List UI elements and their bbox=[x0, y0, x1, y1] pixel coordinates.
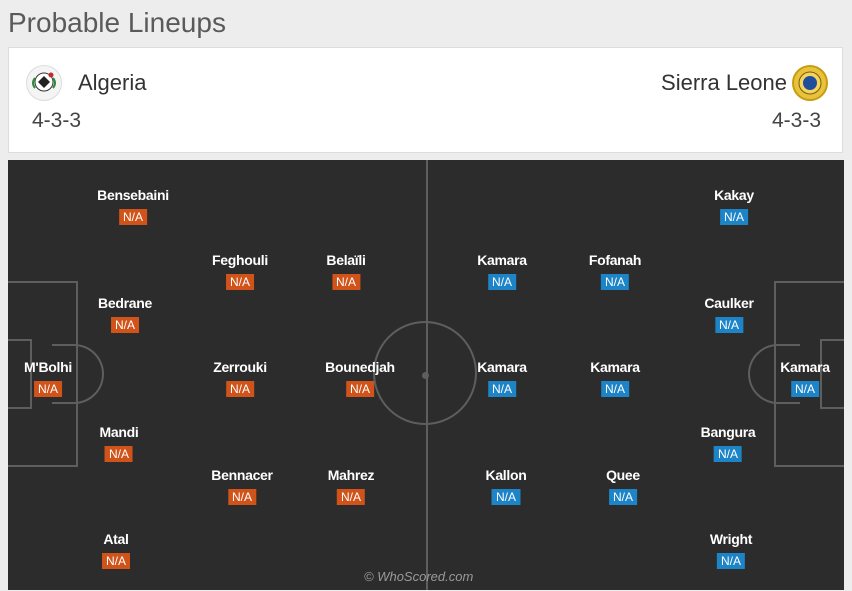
player-name: Caulker bbox=[704, 295, 754, 311]
player-rating-badge: N/A bbox=[713, 446, 742, 462]
player-rating-badge: N/A bbox=[33, 381, 63, 397]
player-name: Bounedjah bbox=[325, 359, 395, 375]
player-rating-badge: N/A bbox=[110, 317, 140, 333]
player-name: Kamara bbox=[477, 359, 527, 375]
player-name: Bennacer bbox=[211, 467, 273, 483]
player-name: Kallon bbox=[485, 467, 527, 483]
player-rating-badge: N/A bbox=[225, 274, 254, 290]
player-card[interactable]: Fofanah N/A bbox=[589, 252, 641, 290]
slafa-crest-icon bbox=[792, 65, 828, 101]
player-rating-badge: N/A bbox=[608, 489, 638, 505]
player-rating-badge: N/A bbox=[716, 553, 746, 569]
home-penalty-arc bbox=[52, 344, 104, 404]
player-card[interactable]: Quee N/A bbox=[606, 467, 640, 505]
player-card[interactable]: Wright N/A bbox=[710, 531, 752, 569]
player-rating-badge: N/A bbox=[227, 489, 257, 505]
player-card[interactable]: Mandi N/A bbox=[100, 424, 139, 462]
player-rating-badge: N/A bbox=[487, 274, 517, 290]
player-rating-badge: N/A bbox=[101, 553, 131, 569]
player-card[interactable]: Kamara N/A bbox=[780, 359, 830, 397]
player-card[interactable]: Bangura N/A bbox=[701, 424, 756, 462]
player-name: Fofanah bbox=[588, 252, 642, 268]
player-rating-badge: N/A bbox=[336, 489, 365, 505]
player-rating-badge: N/A bbox=[104, 446, 134, 462]
player-card[interactable]: Kamara N/A bbox=[590, 359, 640, 397]
player-name: Feghouli bbox=[212, 252, 268, 268]
away-team-name[interactable]: Sierra Leone bbox=[661, 70, 787, 95]
home-team-name[interactable]: Algeria bbox=[78, 70, 147, 95]
player-card[interactable]: Kallon N/A bbox=[486, 467, 527, 505]
player-name: Bangura bbox=[700, 424, 756, 440]
player-rating-badge: N/A bbox=[714, 317, 744, 333]
player-name: M'Bolhi bbox=[24, 359, 72, 375]
player-name: Kamara bbox=[590, 359, 640, 375]
player-rating-badge: N/A bbox=[345, 381, 375, 397]
algeria-crest-icon bbox=[26, 65, 62, 101]
player-rating-badge: N/A bbox=[118, 209, 148, 225]
player-name: Wright bbox=[709, 531, 753, 547]
player-name: Quee bbox=[606, 467, 640, 483]
player-rating-badge: N/A bbox=[225, 381, 254, 397]
player-name: Kamara bbox=[780, 359, 830, 375]
player-name: Mandi bbox=[99, 424, 139, 440]
player-name: Zerrouki bbox=[213, 359, 267, 375]
player-card[interactable]: Belaïli N/A bbox=[326, 252, 366, 290]
player-rating-badge: N/A bbox=[491, 489, 521, 505]
player-card[interactable]: Atal N/A bbox=[101, 531, 131, 569]
player-rating-badge: N/A bbox=[331, 274, 360, 290]
player-card[interactable]: Caulker N/A bbox=[704, 295, 754, 333]
player-rating-badge: N/A bbox=[790, 381, 820, 397]
center-spot bbox=[422, 372, 429, 379]
player-name: Atal bbox=[103, 531, 129, 547]
away-formation: 4-3-3 bbox=[771, 109, 821, 132]
player-card[interactable]: Bennacer N/A bbox=[211, 467, 273, 505]
player-card[interactable]: Bedrane N/A bbox=[98, 295, 152, 333]
page-title: Probable Lineups bbox=[8, 7, 226, 38]
player-card[interactable]: Bounedjah N/A bbox=[325, 359, 395, 397]
home-formation: 4-3-3 bbox=[32, 109, 82, 132]
player-rating-badge: N/A bbox=[487, 381, 517, 397]
player-card[interactable]: Bensebaini N/A bbox=[97, 187, 169, 225]
player-rating-badge: N/A bbox=[600, 274, 629, 290]
away-penalty-arc bbox=[748, 344, 800, 404]
player-name: Belaïli bbox=[326, 252, 366, 268]
pitch: Bensebaini N/A Feghouli N/A Belaïli N/A … bbox=[8, 160, 844, 590]
player-name: Kamara bbox=[477, 252, 527, 268]
player-card[interactable]: Zerrouki N/A bbox=[213, 359, 267, 397]
player-card[interactable]: Mahrez N/A bbox=[327, 467, 375, 505]
player-card[interactable]: Kamara N/A bbox=[477, 359, 527, 397]
teams-header: Algeria 4-3-3 Sierra Leone 4-3-3 bbox=[8, 47, 843, 153]
player-card[interactable]: Feghouli N/A bbox=[212, 252, 268, 290]
center-circle bbox=[373, 321, 477, 425]
player-card[interactable]: Kakay N/A bbox=[714, 187, 754, 225]
player-name: Mahrez bbox=[327, 467, 375, 483]
player-rating-badge: N/A bbox=[600, 381, 630, 397]
player-name: Bedrane bbox=[98, 295, 152, 311]
player-name: Bensebaini bbox=[97, 187, 169, 203]
home-goal-area bbox=[8, 339, 32, 409]
player-name: Kakay bbox=[714, 187, 754, 203]
player-card[interactable]: M'Bolhi N/A bbox=[24, 359, 72, 397]
away-goal-area bbox=[820, 339, 844, 409]
player-rating-badge: N/A bbox=[719, 209, 749, 225]
player-card[interactable]: Kamara N/A bbox=[477, 252, 527, 290]
watermark: © WhoScored.com bbox=[364, 569, 474, 584]
